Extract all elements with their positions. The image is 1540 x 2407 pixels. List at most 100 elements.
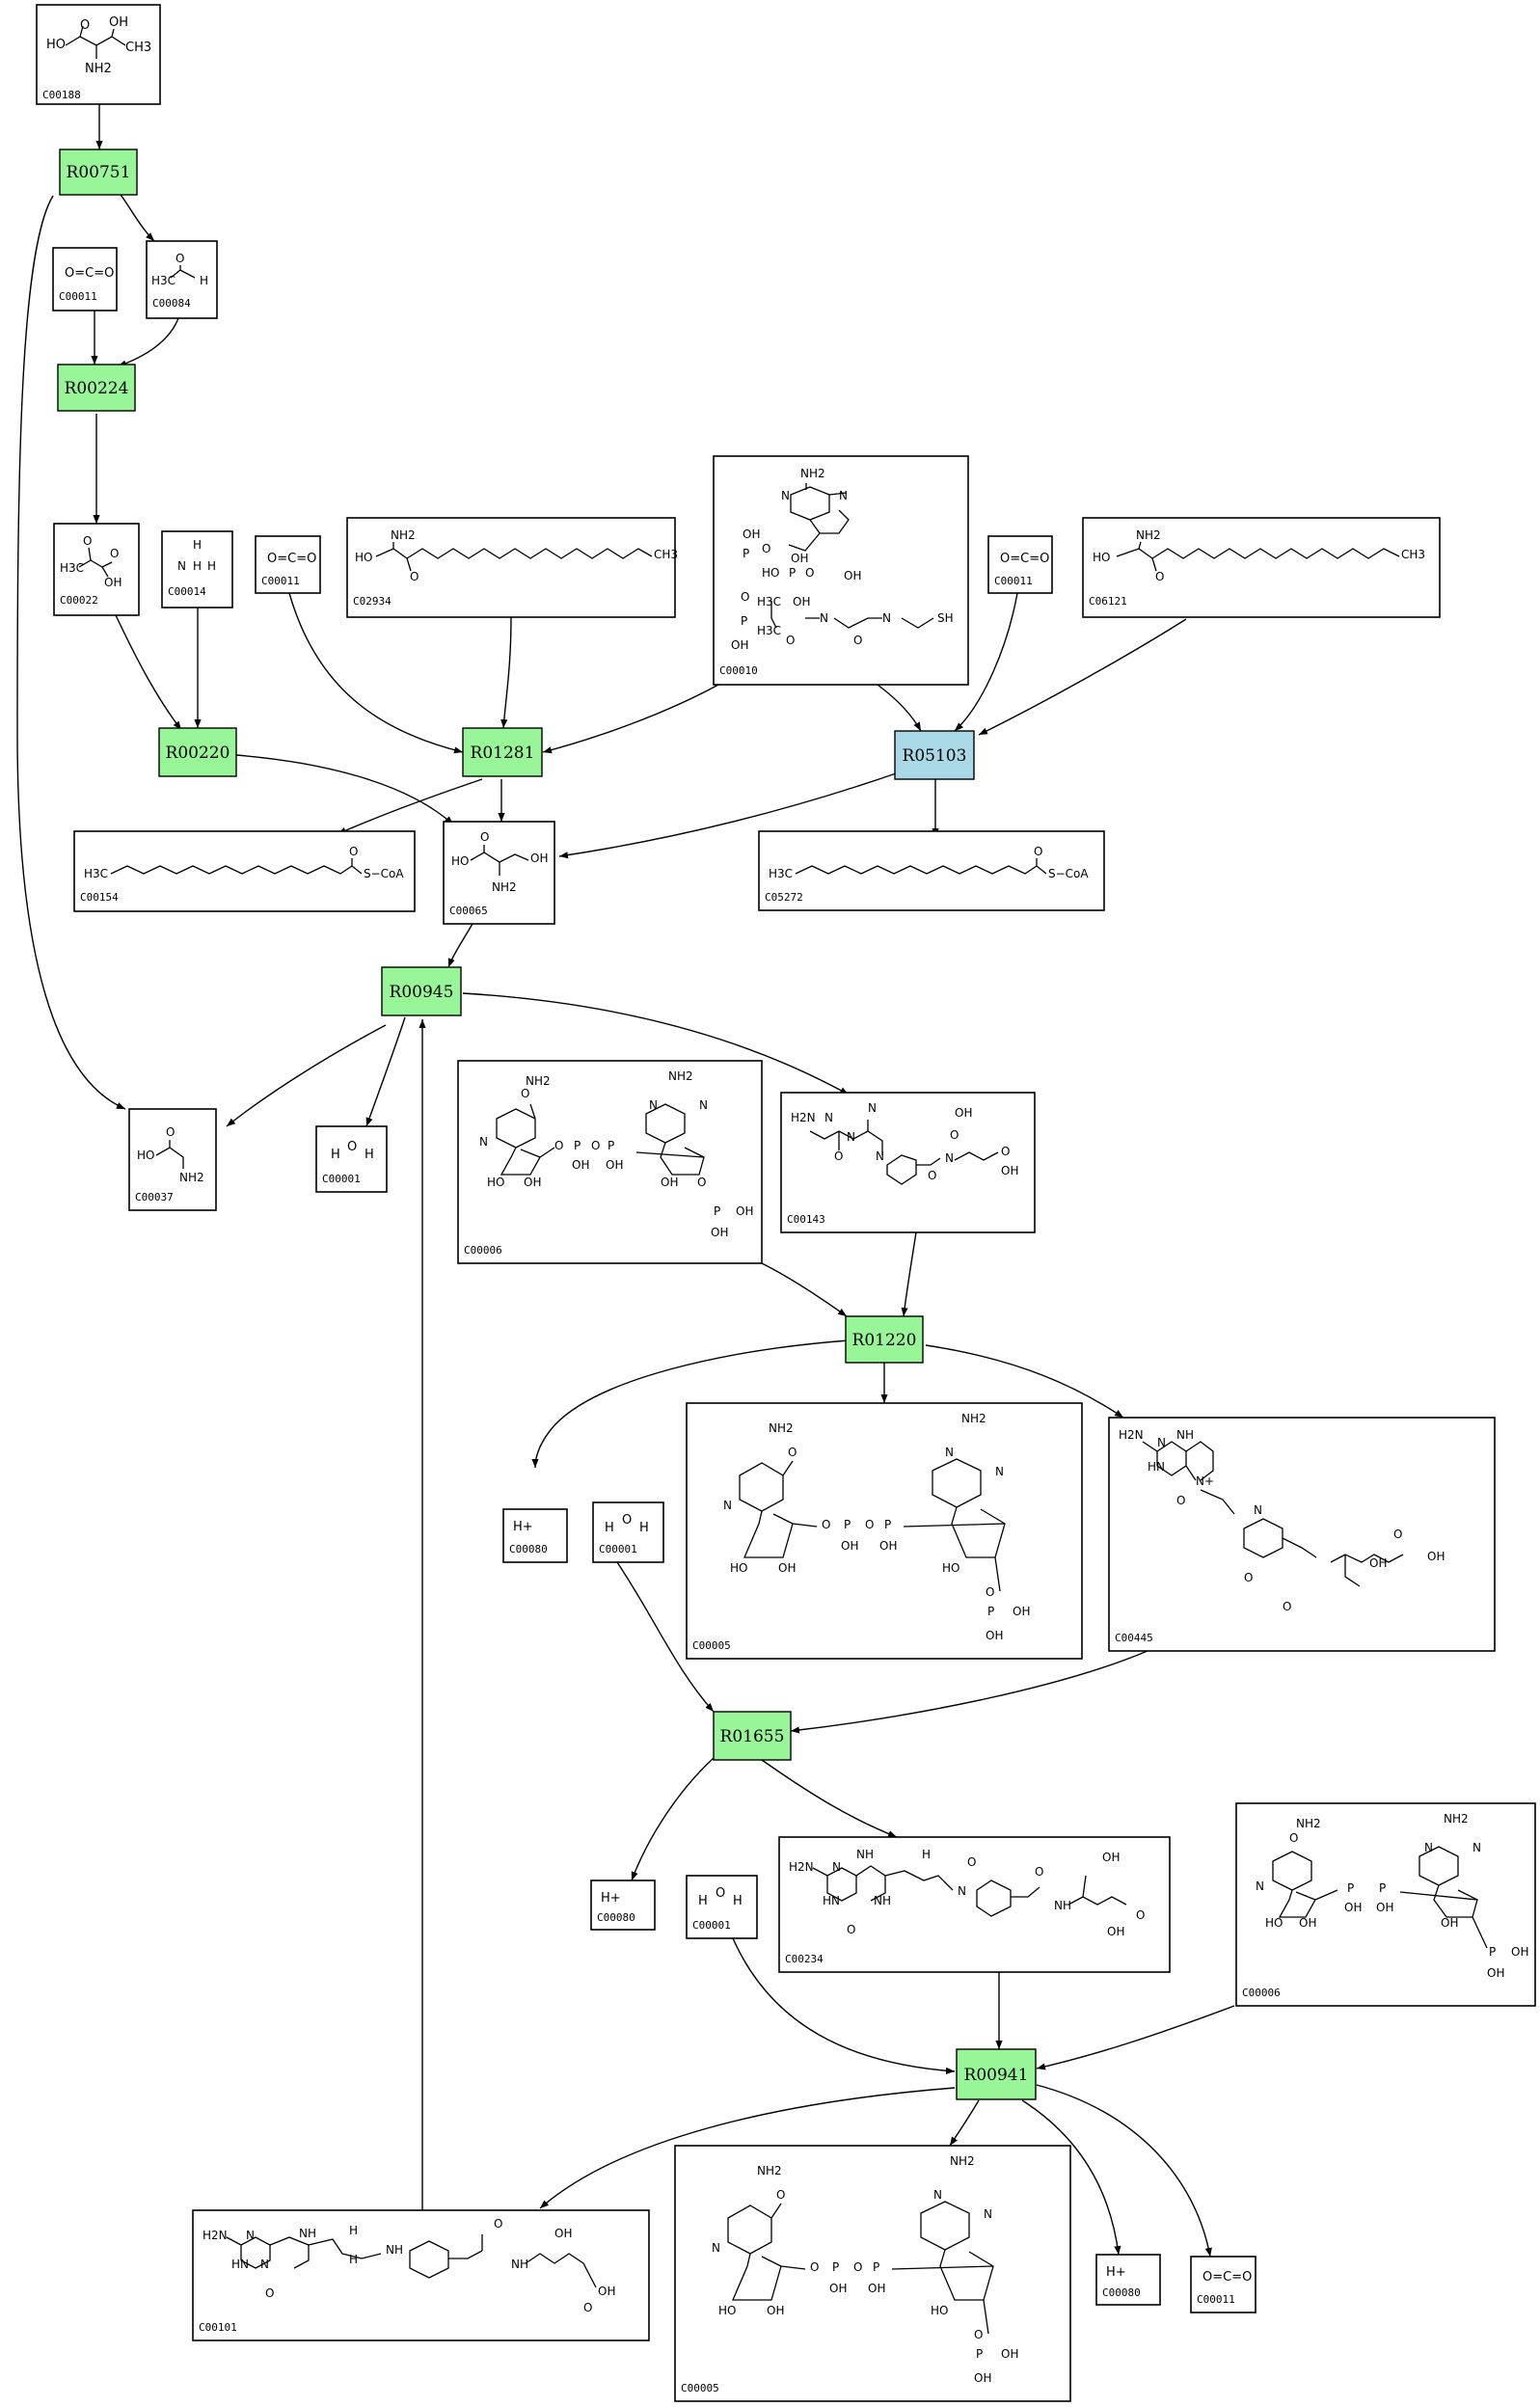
edge-r00941-c00080 — [1021, 2099, 1121, 2256]
atom-label: O — [928, 1169, 936, 1182]
compound-c00080[interactable]: H+ C00080 — [502, 1508, 568, 1563]
reaction-r00945[interactable]: R00945 — [381, 966, 462, 1016]
atom-label: N — [479, 1135, 488, 1149]
atom-label: OH — [661, 1176, 678, 1189]
reaction-r00220[interactable]: R00220 — [158, 727, 237, 777]
compound-c00011[interactable]: O=C=O C00011 — [52, 247, 118, 311]
atom-label: N — [882, 611, 891, 625]
compound-c00006[interactable]: O NH2 N HO OH O P OH O P OH NH2 N N OH O… — [457, 1060, 763, 1264]
edge-c00143-r01220 — [901, 1231, 917, 1317]
compound-c00011[interactable]: O=C=O C00011 — [255, 535, 321, 594]
atom-label: NH2 — [1296, 1817, 1321, 1830]
atom-label: NH2 — [391, 528, 416, 542]
atom-label: O — [1035, 1865, 1043, 1879]
compound-c00011[interactable]: O=C=O C00011 — [987, 535, 1053, 594]
compound-c00006[interactable]: O NH2 N HO OH P OH P OH NH2 N N OH P OH … — [1235, 1802, 1536, 2007]
atom-label: P — [1347, 1881, 1354, 1895]
atom-label: H — [922, 1848, 931, 1861]
edge-c02934-r01281 — [500, 616, 512, 729]
atom-label: P — [789, 566, 796, 580]
compound-c00080[interactable]: H+ C00080 — [590, 1880, 656, 1931]
compound-id: C00001 — [599, 1543, 637, 1555]
atom-label: O — [622, 1513, 632, 1528]
compound-id: C00011 — [59, 290, 97, 303]
compound-c00080[interactable]: H+ C00080 — [1095, 2254, 1161, 2306]
compound-c00001[interactable]: H O H C00001 — [686, 1875, 758, 1939]
compound-id: C00234 — [785, 1953, 824, 1965]
compound-id: C00022 — [60, 594, 98, 607]
compound-c00005[interactable]: NH2 O N HO OH O P OH O P OH NH2 N N HO O… — [674, 2145, 1071, 2402]
atom-label: OH — [1344, 1901, 1362, 1914]
reaction-r00941[interactable]: R00941 — [956, 2048, 1037, 2100]
atom-label: N — [1254, 1503, 1262, 1517]
atom-label: O — [591, 1139, 600, 1152]
atom-label: H — [207, 559, 216, 573]
compound-c02934[interactable]: HO NH2 O CH3 C02934 — [346, 517, 678, 618]
atom-label: O — [1283, 1600, 1291, 1613]
compound-id: C06121 — [1089, 595, 1127, 608]
compound-c00005[interactable]: NH2 O N HO OH O P OH O P OH NH2 N N HO O… — [686, 1402, 1083, 1660]
atom-label: P — [608, 1139, 614, 1152]
compound-c00010[interactable]: NH2 N N OH O P OH HO P O O P OH OH H3C O… — [713, 455, 969, 686]
compound-id: C00445 — [1115, 1632, 1153, 1644]
compound-c00001[interactable]: H O H C00001 — [315, 1125, 388, 1193]
compound-c00001[interactable]: H O H C00001 — [592, 1501, 664, 1563]
atom-label: N — [649, 1098, 658, 1112]
atom-label: O — [1244, 1571, 1253, 1584]
reaction-r00224[interactable]: R00224 — [57, 364, 136, 412]
atom-label: O — [494, 2217, 502, 2231]
compound-c00445[interactable]: H2N N NH HN N+ O N O OH O OH O C00445 — [1108, 1417, 1496, 1652]
compound-c00011[interactable]: O=C=O C00011 — [1190, 2256, 1256, 2313]
compound-id: C00006 — [464, 1244, 502, 1257]
compound-c00014[interactable]: H N H H C00014 — [161, 530, 233, 609]
atom-label: O — [762, 542, 770, 555]
edge-r01655-c00234 — [761, 1759, 898, 1838]
reaction-r01281[interactable]: R01281 — [462, 727, 543, 777]
edge-c00022-r00220 — [115, 614, 182, 731]
compound-c00037[interactable]: HO O NH2 C00037 — [128, 1108, 217, 1211]
atom-label: OH — [879, 1539, 897, 1553]
compound-c00022[interactable]: O H3C O OH C00022 — [53, 523, 140, 616]
atom-label: N — [260, 2258, 269, 2271]
atom-label: O — [1393, 1528, 1402, 1541]
atom-label: O — [176, 252, 184, 265]
atom-label: OH — [743, 527, 760, 541]
atom-label: HO — [355, 551, 372, 564]
compound-c06121[interactable]: HO NH2 O CH3 C06121 — [1082, 517, 1441, 618]
atom-label: H3C — [757, 624, 781, 637]
edge-r00945-c00143 — [462, 992, 850, 1095]
reaction-r01655[interactable]: R01655 — [713, 1711, 792, 1761]
compound-c00084[interactable]: H3C O H C00084 — [146, 240, 218, 319]
reaction-r00751[interactable]: R00751 — [59, 149, 138, 196]
edge-c00006-r00941 — [1036, 2005, 1235, 2070]
compound-c00234[interactable]: H2N N NH HN NH H N O O OH OH O NH O C002… — [778, 1836, 1171, 1973]
atom-label: O — [822, 1518, 830, 1531]
compound-c00143[interactable]: H2N N N N O N O OH OH N O O C00143 — [780, 1092, 1036, 1233]
atom-label: NH2 — [950, 2154, 975, 2168]
atom-label: H2N — [1119, 1428, 1144, 1442]
atom-label: P — [1489, 1945, 1496, 1959]
atom-label: OH — [1001, 1164, 1018, 1177]
atom-label: NH — [299, 2227, 316, 2240]
compound-id: C00001 — [692, 1919, 731, 1932]
reaction-r05103[interactable]: R05103 — [894, 730, 975, 780]
reaction-r01220[interactable]: R01220 — [845, 1315, 924, 1364]
atom-label: O — [865, 1518, 874, 1531]
edge-c00010-r01281 — [542, 684, 719, 754]
atom-label: OH — [778, 1561, 796, 1575]
reaction-label: R01281 — [471, 744, 535, 763]
atom-label: O — [349, 845, 358, 858]
compound-id: C05272 — [765, 891, 803, 904]
compound-c05272[interactable]: H3C O S−CoA C05272 — [758, 830, 1105, 911]
compound-c00154[interactable]: H3C O S−CoA C00154 — [73, 830, 416, 912]
atom-label: H — [698, 1894, 708, 1908]
reaction-label: R00751 — [67, 163, 131, 182]
atom-label: OH — [530, 852, 548, 865]
edge-c00011-r05103 — [954, 592, 1018, 732]
co2-formula: O=C=O — [65, 266, 114, 281]
compound-c00065[interactable]: HO O OH NH2 C00065 — [443, 821, 555, 925]
atom-label: NH2 — [769, 1421, 794, 1435]
compound-c00188[interactable]: HO O OH NH2 CH3 C00188 — [36, 4, 161, 105]
atom-label: O — [583, 2301, 592, 2314]
compound-c00101[interactable]: H2N N NH H HN N H NH O O OH NH OH O C001… — [192, 2209, 650, 2341]
